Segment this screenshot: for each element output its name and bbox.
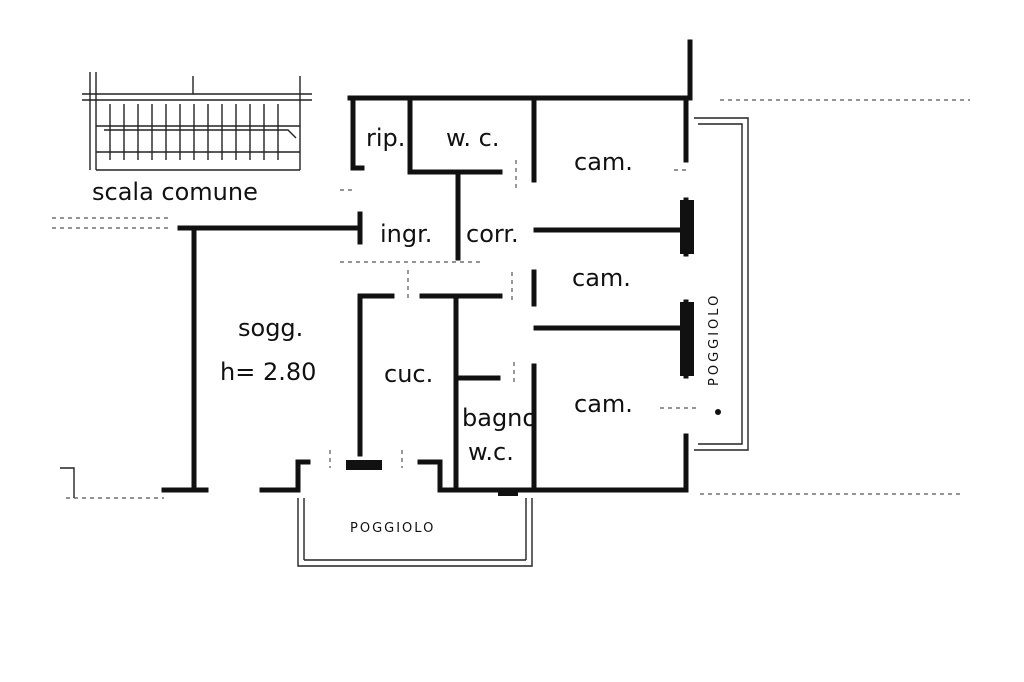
label-ripostiglio: rip. — [366, 124, 405, 152]
balcony-bottom — [297, 498, 533, 567]
label-cucina: cuc. — [384, 360, 433, 388]
interior-walls — [357, 95, 689, 493]
label-poggiolo-bottom: POGGIOLO — [350, 521, 435, 536]
label-height: h= 2.80 — [220, 358, 316, 386]
label-poggiolo-right: POGGIOLO — [707, 293, 722, 386]
label-corridoio: corr. — [466, 220, 519, 248]
label-camera-3: cam. — [574, 390, 633, 418]
label-camera-2: cam. — [572, 264, 631, 292]
staircase — [82, 72, 312, 171]
window-jambs — [346, 200, 694, 496]
balcony-right — [694, 117, 749, 451]
exterior-walls — [161, 39, 693, 493]
door-swings — [329, 160, 700, 468]
label-bagno: bagno — [462, 404, 537, 432]
label-ingresso: ingr. — [380, 220, 432, 248]
label-camera-1: cam. — [574, 148, 633, 176]
label-bagno-wc: w.c. — [468, 438, 514, 466]
context-lines — [52, 99, 970, 499]
label-wc-top: w. c. — [446, 124, 500, 152]
label-scala-comune: scala comune — [92, 178, 258, 206]
label-soggiorno: sogg. — [238, 314, 303, 342]
